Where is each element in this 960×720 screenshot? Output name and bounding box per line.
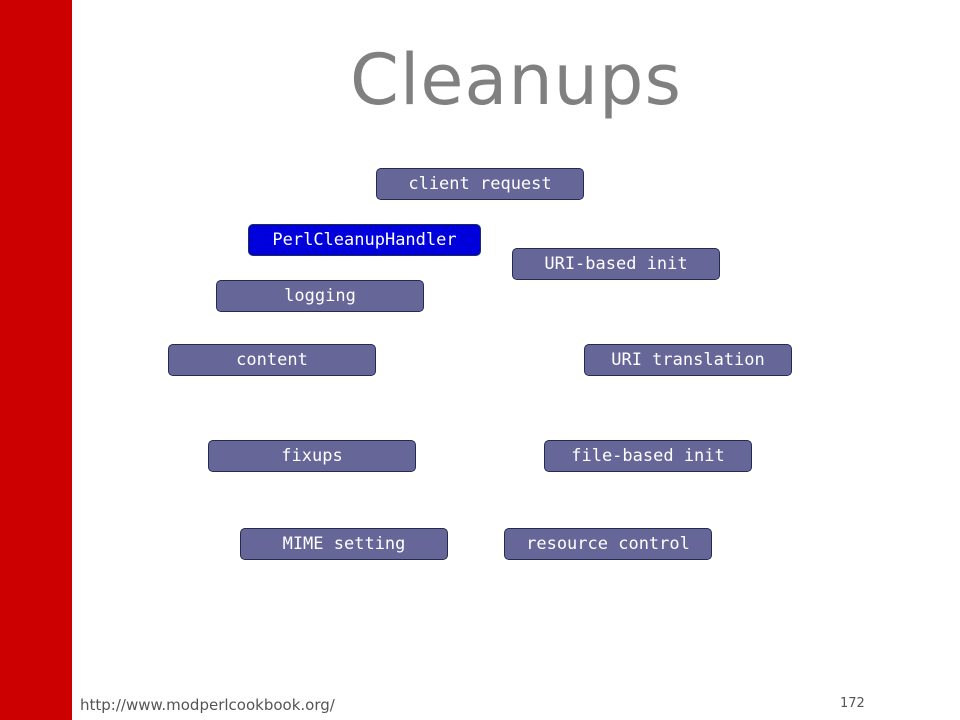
stage-resource-control: resource control — [504, 528, 712, 560]
side-bar — [0, 0, 72, 720]
footer-url: http://www.modperlcookbook.org/ — [80, 696, 335, 714]
page-number: 172 — [840, 696, 865, 711]
stage-perlcleanuphandler: PerlCleanupHandler — [248, 224, 481, 256]
slide-title: Cleanups — [350, 39, 682, 121]
stage-mime-setting: MIME setting — [240, 528, 448, 560]
stage-file-based-init: file-based init — [544, 440, 752, 472]
stage-fixups: fixups — [208, 440, 416, 472]
stage-uri-based-init: URI-based init — [512, 248, 720, 280]
stage-content: content — [168, 344, 376, 376]
stage-uri-translation: URI translation — [584, 344, 792, 376]
stage-logging: logging — [216, 280, 424, 312]
stage-client-request: client request — [376, 168, 584, 200]
